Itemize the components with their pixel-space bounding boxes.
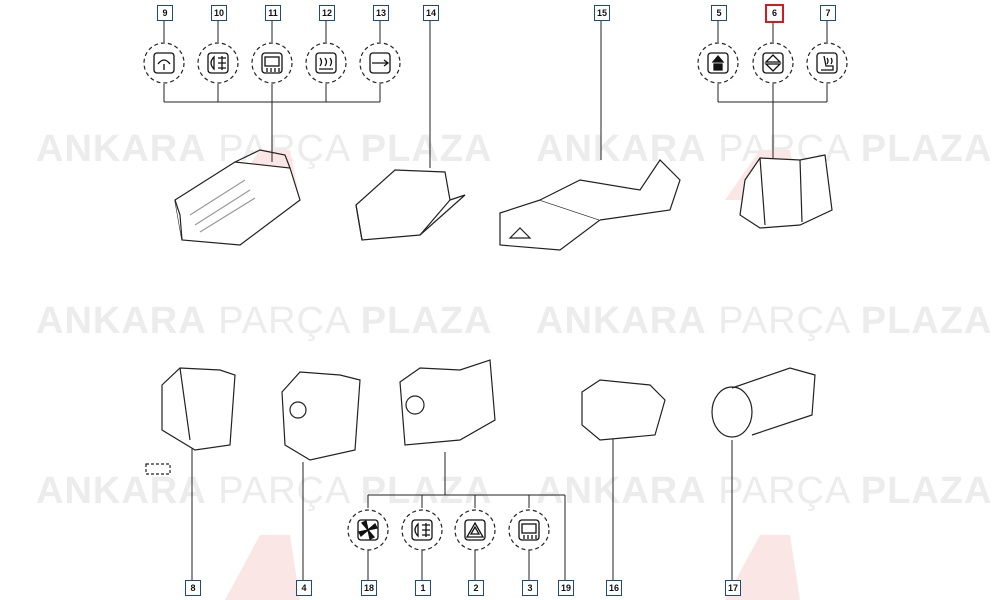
callout-10[interactable]: 10 <box>211 5 227 21</box>
symbol-circle <box>359 42 401 84</box>
connector-marker <box>145 463 171 475</box>
heater-icon <box>315 52 337 74</box>
symbol-circle <box>697 42 739 84</box>
symbol-circle <box>806 42 848 84</box>
watermark: ANKARA PARÇA PLAZA <box>536 470 993 512</box>
watermark: ANKARA PARÇA PLAZA <box>36 300 493 342</box>
callout-9[interactable]: 9 <box>157 5 173 21</box>
symbol-circle <box>401 509 443 551</box>
symbol-circle <box>251 42 293 84</box>
symbol-circle <box>305 42 347 84</box>
switch-part-4 <box>281 371 361 461</box>
watermark: ANKARA PARÇA PLAZA <box>36 128 493 170</box>
switch-part-1-3 <box>399 359 496 446</box>
callout-14[interactable]: 14 <box>423 5 439 21</box>
callout-13[interactable]: 13 <box>373 5 389 21</box>
hazard-icon <box>464 519 486 541</box>
callout-5[interactable]: 5 <box>711 5 727 21</box>
rear-wiper-icon <box>153 52 175 74</box>
heated-seat-icon <box>816 52 838 74</box>
watermark: ANKARA PARÇA PLAZA <box>536 300 993 342</box>
blank-cover-part-16 <box>581 379 666 441</box>
hazard-switch-part-15 <box>499 159 681 251</box>
callout-1[interactable]: 1 <box>415 580 431 596</box>
switch-part-14 <box>355 169 466 241</box>
callout-11[interactable]: 11 <box>265 5 281 21</box>
line-arrow-icon <box>369 52 391 74</box>
fan-icon <box>357 519 379 541</box>
rear-defrost-icon <box>518 519 540 541</box>
cigarette-lighter-part-17 <box>711 367 816 438</box>
switch-part-9-13 <box>174 149 301 246</box>
up-down-icon <box>762 52 784 74</box>
symbol-circle <box>508 509 550 551</box>
symbol-circle <box>454 509 496 551</box>
callout-8[interactable]: 8 <box>185 580 201 596</box>
callout-16[interactable]: 16 <box>606 580 622 596</box>
callout-2[interactable]: 2 <box>468 580 484 596</box>
symbol-circle <box>752 42 794 84</box>
callout-15[interactable]: 15 <box>594 5 610 21</box>
symbol-circle <box>347 509 389 551</box>
person-icon <box>707 52 729 74</box>
rocker-switch-part-5-7 <box>739 154 833 229</box>
callout-19[interactable]: 19 <box>558 580 574 596</box>
callout-12[interactable]: 12 <box>319 5 335 21</box>
watermark: ANKARA PARÇA PLAZA <box>36 470 493 512</box>
callout-4[interactable]: 4 <box>296 580 312 596</box>
callout-18[interactable]: 18 <box>361 580 377 596</box>
callout-3[interactable]: 3 <box>522 580 538 596</box>
switch-part-8 <box>161 367 236 451</box>
fog-light-icon <box>207 52 229 74</box>
symbol-circle <box>197 42 239 84</box>
callout-7[interactable]: 7 <box>820 5 836 21</box>
symbol-circle <box>143 42 185 84</box>
fog-light-icon <box>411 519 433 541</box>
rear-defrost-icon <box>261 52 283 74</box>
callout-6-selected[interactable]: 6 <box>765 4 784 23</box>
callout-17[interactable]: 17 <box>725 580 741 596</box>
